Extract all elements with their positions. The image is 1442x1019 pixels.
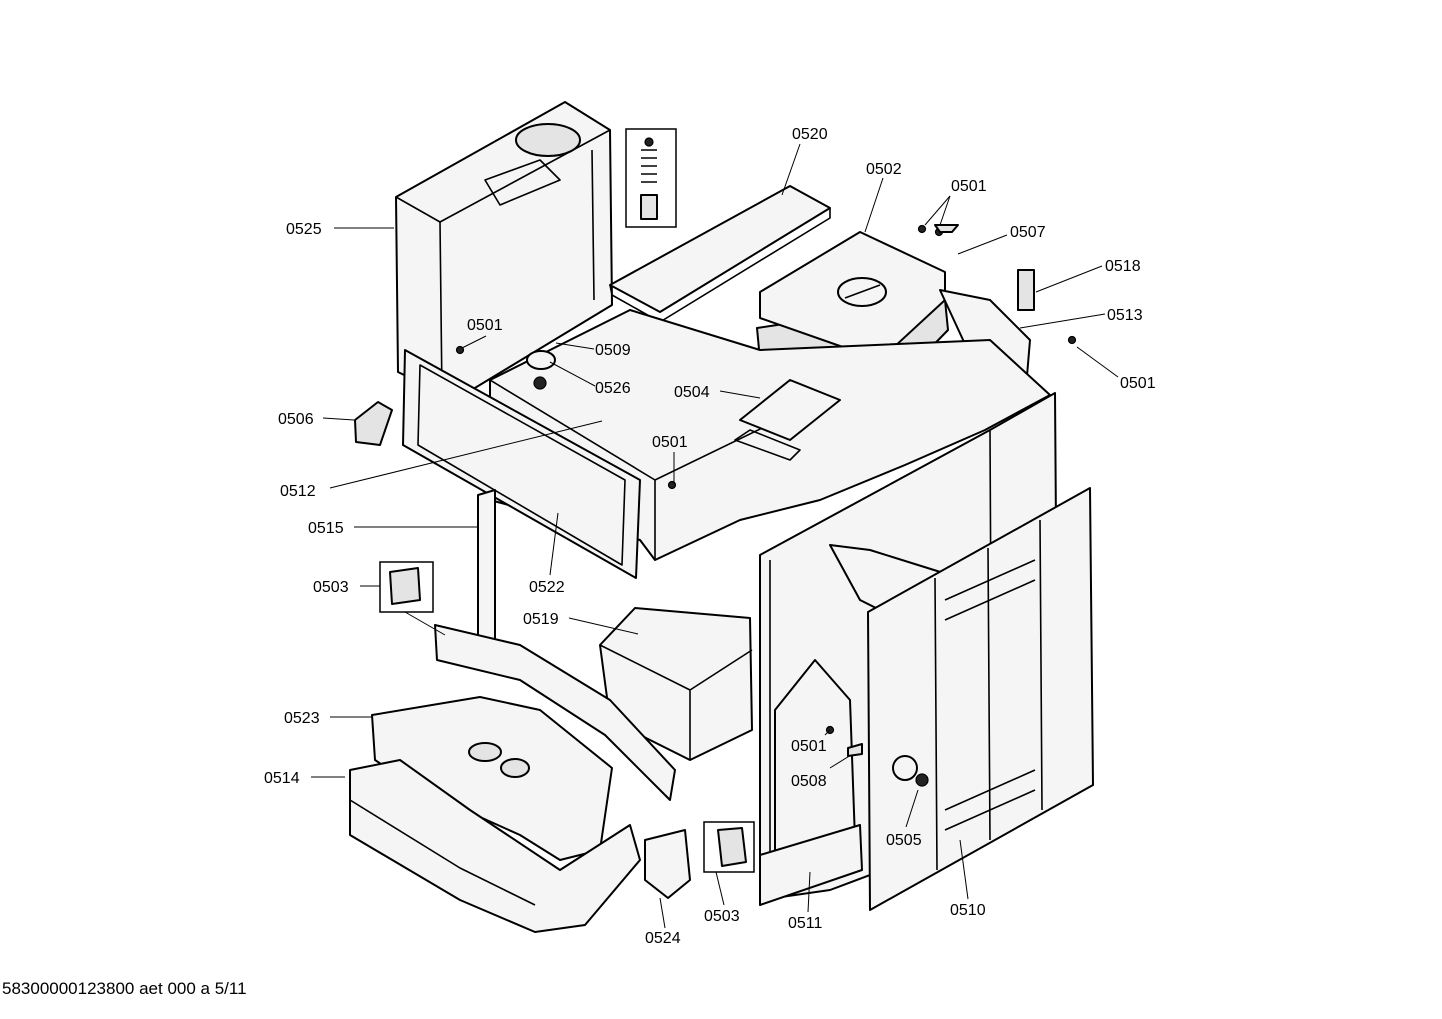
callout-0511: 0511	[788, 915, 823, 932]
callout-0501-lower: 0501	[791, 738, 827, 755]
callout-0501-top: 0501	[951, 178, 987, 195]
callout-0523: 0523	[284, 710, 320, 727]
callout-0505: 0505	[886, 832, 922, 849]
part-column	[477, 489, 496, 641]
callout-0504: 0504	[674, 384, 710, 401]
callout-0508: 0508	[791, 773, 827, 790]
part-side-cover	[867, 487, 1094, 911]
document-footer-id: 58300000123800 aet 000 a 5/11	[2, 979, 247, 998]
leader-lines	[311, 143, 1119, 929]
callout-0518: 0518	[1105, 258, 1141, 275]
part-lower-side	[759, 824, 863, 906]
callout-0524: 0524	[645, 930, 681, 947]
callout-0501-left: 0501	[467, 317, 503, 334]
part-curved-rail	[434, 624, 676, 801]
callout-0509: 0509	[595, 342, 631, 359]
part-base	[349, 759, 641, 933]
inset-bracket-lower	[703, 821, 755, 873]
part-front-panel	[402, 349, 641, 579]
callout-0525: 0525	[286, 221, 322, 238]
callout-0510: 0510	[950, 902, 986, 919]
callout-0501-right: 0501	[1120, 375, 1156, 392]
callout-labels: 0525 0520 0502 0501 0507 0518 0513 0501 …	[264, 126, 1156, 947]
inset-spring	[625, 128, 677, 228]
callout-0520: 0520	[792, 126, 828, 143]
part-bottom-block	[644, 829, 691, 899]
callout-0507: 0507	[1010, 224, 1046, 241]
callout-0503-lower: 0503	[704, 908, 740, 925]
callout-0502: 0502	[866, 161, 902, 178]
callout-0519: 0519	[523, 611, 559, 628]
callout-0506: 0506	[278, 411, 314, 428]
callout-0503-upper: 0503	[313, 579, 349, 596]
screws	[455, 224, 1077, 757]
callout-0513: 0513	[1107, 307, 1143, 324]
callout-0526: 0526	[595, 380, 631, 397]
callout-0512: 0512	[280, 483, 316, 500]
part-switch	[354, 401, 393, 446]
callout-0514: 0514	[264, 770, 300, 787]
callout-0501-mid: 0501	[652, 434, 688, 451]
inset-bracket-upper	[379, 561, 434, 613]
part-rear-housing	[395, 101, 613, 401]
callout-0515: 0515	[308, 520, 344, 537]
callout-0522: 0522	[529, 579, 565, 596]
